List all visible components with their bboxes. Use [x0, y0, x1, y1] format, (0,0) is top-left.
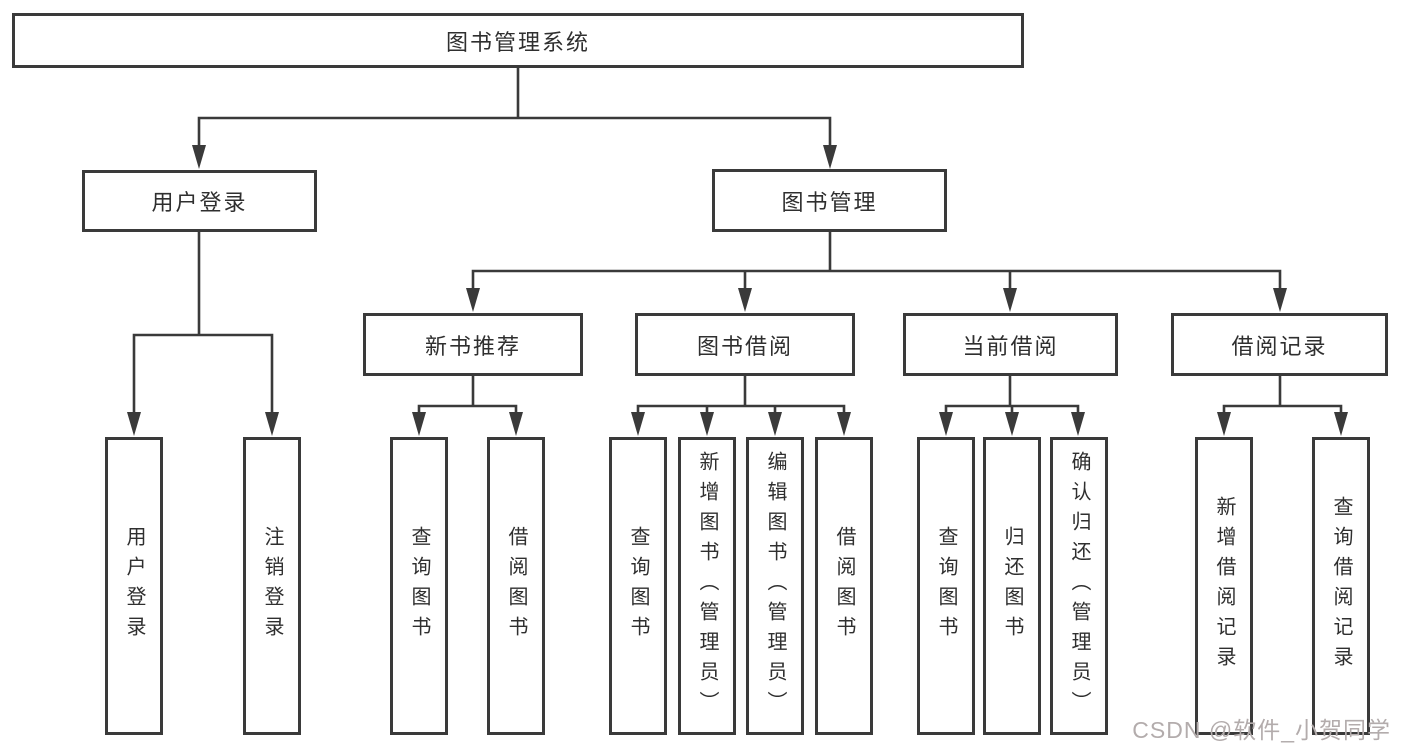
leaf-confirm-return-admin: 确认归还（管理员） — [1050, 437, 1108, 735]
leaf-borrow-books-2: 借阅图书 — [815, 437, 873, 735]
arrow-down-icon — [837, 412, 851, 436]
node-book-management: 图书管理 — [712, 169, 947, 232]
arrow-down-icon — [700, 412, 714, 436]
arrow-down-icon — [127, 412, 141, 436]
arrow-down-icon — [1003, 288, 1017, 312]
leaf-query-borrow-record: 查询借阅记录 — [1312, 437, 1370, 735]
leaf-query-books: 查询图书 — [390, 437, 448, 735]
node-borrowing-records: 借阅记录 — [1171, 313, 1388, 376]
node-new-book-recommend: 新书推荐 — [363, 313, 583, 376]
leaf-query-books-3: 查询图书 — [917, 437, 975, 735]
leaf-return-books: 归还图书 — [983, 437, 1041, 735]
arrow-down-icon — [412, 412, 426, 436]
leaf-user-login: 用户登录 — [105, 437, 163, 735]
arrow-down-icon — [738, 288, 752, 312]
arrowheads — [127, 145, 1348, 436]
arrow-down-icon — [1071, 412, 1085, 436]
node-user-login: 用户登录 — [82, 170, 317, 232]
arrow-down-icon — [1005, 412, 1019, 436]
leaf-borrow-books: 借阅图书 — [487, 437, 545, 735]
arrow-down-icon — [192, 145, 206, 169]
arrow-down-icon — [466, 288, 480, 312]
arrow-down-icon — [631, 412, 645, 436]
leaf-add-borrow-record: 新增借阅记录 — [1195, 437, 1253, 735]
watermark-text: CSDN @软件_小贺同学 — [1132, 717, 1391, 743]
leaf-edit-books-admin: 编辑图书（管理员） — [746, 437, 804, 735]
arrow-down-icon — [939, 412, 953, 436]
node-current-borrowing: 当前借阅 — [903, 313, 1118, 376]
arrow-down-icon — [1217, 412, 1231, 436]
node-library-system: 图书管理系统 — [12, 13, 1024, 68]
arrow-down-icon — [1334, 412, 1348, 436]
arrow-down-icon — [1273, 288, 1287, 312]
leaf-add-books-admin: 新增图书（管理员） — [678, 437, 736, 735]
node-book-borrowing: 图书借阅 — [635, 313, 855, 376]
leaf-query-books-2: 查询图书 — [609, 437, 667, 735]
arrow-down-icon — [768, 412, 782, 436]
arrow-down-icon — [265, 412, 279, 436]
arrow-down-icon — [823, 145, 837, 169]
arrow-down-icon — [509, 412, 523, 436]
leaf-logout-login: 注销登录 — [243, 437, 301, 735]
